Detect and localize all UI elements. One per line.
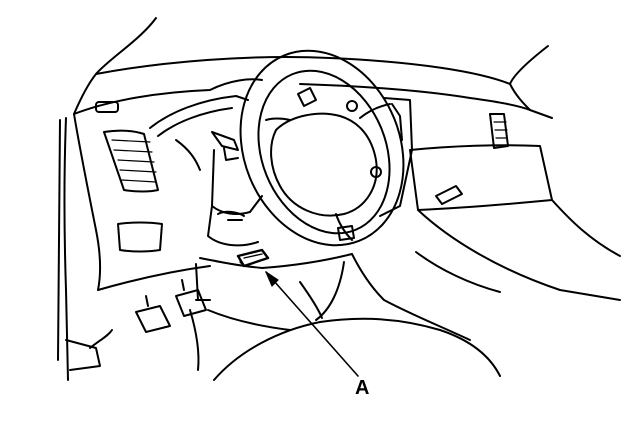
dlc-connector <box>238 250 268 266</box>
dashboard-top-right <box>300 84 552 118</box>
dashboard-lower-edge <box>98 266 210 290</box>
dashboard-left-wall <box>65 118 69 380</box>
left-vent <box>104 131 158 192</box>
right-vent-upper <box>490 114 508 148</box>
callout-label-a: A <box>355 377 370 399</box>
dashboard-top <box>74 79 262 114</box>
clutch-pedal <box>136 306 170 332</box>
center-stack <box>380 98 412 216</box>
right-door-sill <box>418 210 620 300</box>
windshield-pillar-right <box>510 46 548 110</box>
dashboard-face <box>74 114 100 290</box>
glove-box <box>410 145 552 210</box>
floor-curve <box>214 319 500 380</box>
steering-wheel-hub <box>271 114 377 216</box>
center-tunnel <box>352 254 470 340</box>
brake-pedal <box>176 290 206 316</box>
glove-box-handle <box>436 186 462 204</box>
steering-wheel-rim <box>212 26 432 270</box>
lever-stalk <box>212 132 238 150</box>
left-switch-panel <box>118 223 162 252</box>
steering-column <box>212 150 262 214</box>
callout-arrowhead-a <box>266 272 278 286</box>
door-edge <box>58 120 60 360</box>
steering-spoke-left <box>266 119 290 121</box>
cluster-hood <box>150 96 248 128</box>
knee-panel <box>200 254 352 268</box>
upper-vent-left <box>96 102 118 112</box>
steering-wheel-rim-inner <box>235 51 413 253</box>
windshield-top-edge <box>96 57 510 84</box>
steering-spoke-right <box>360 104 390 118</box>
callout-leader-a <box>266 272 358 376</box>
